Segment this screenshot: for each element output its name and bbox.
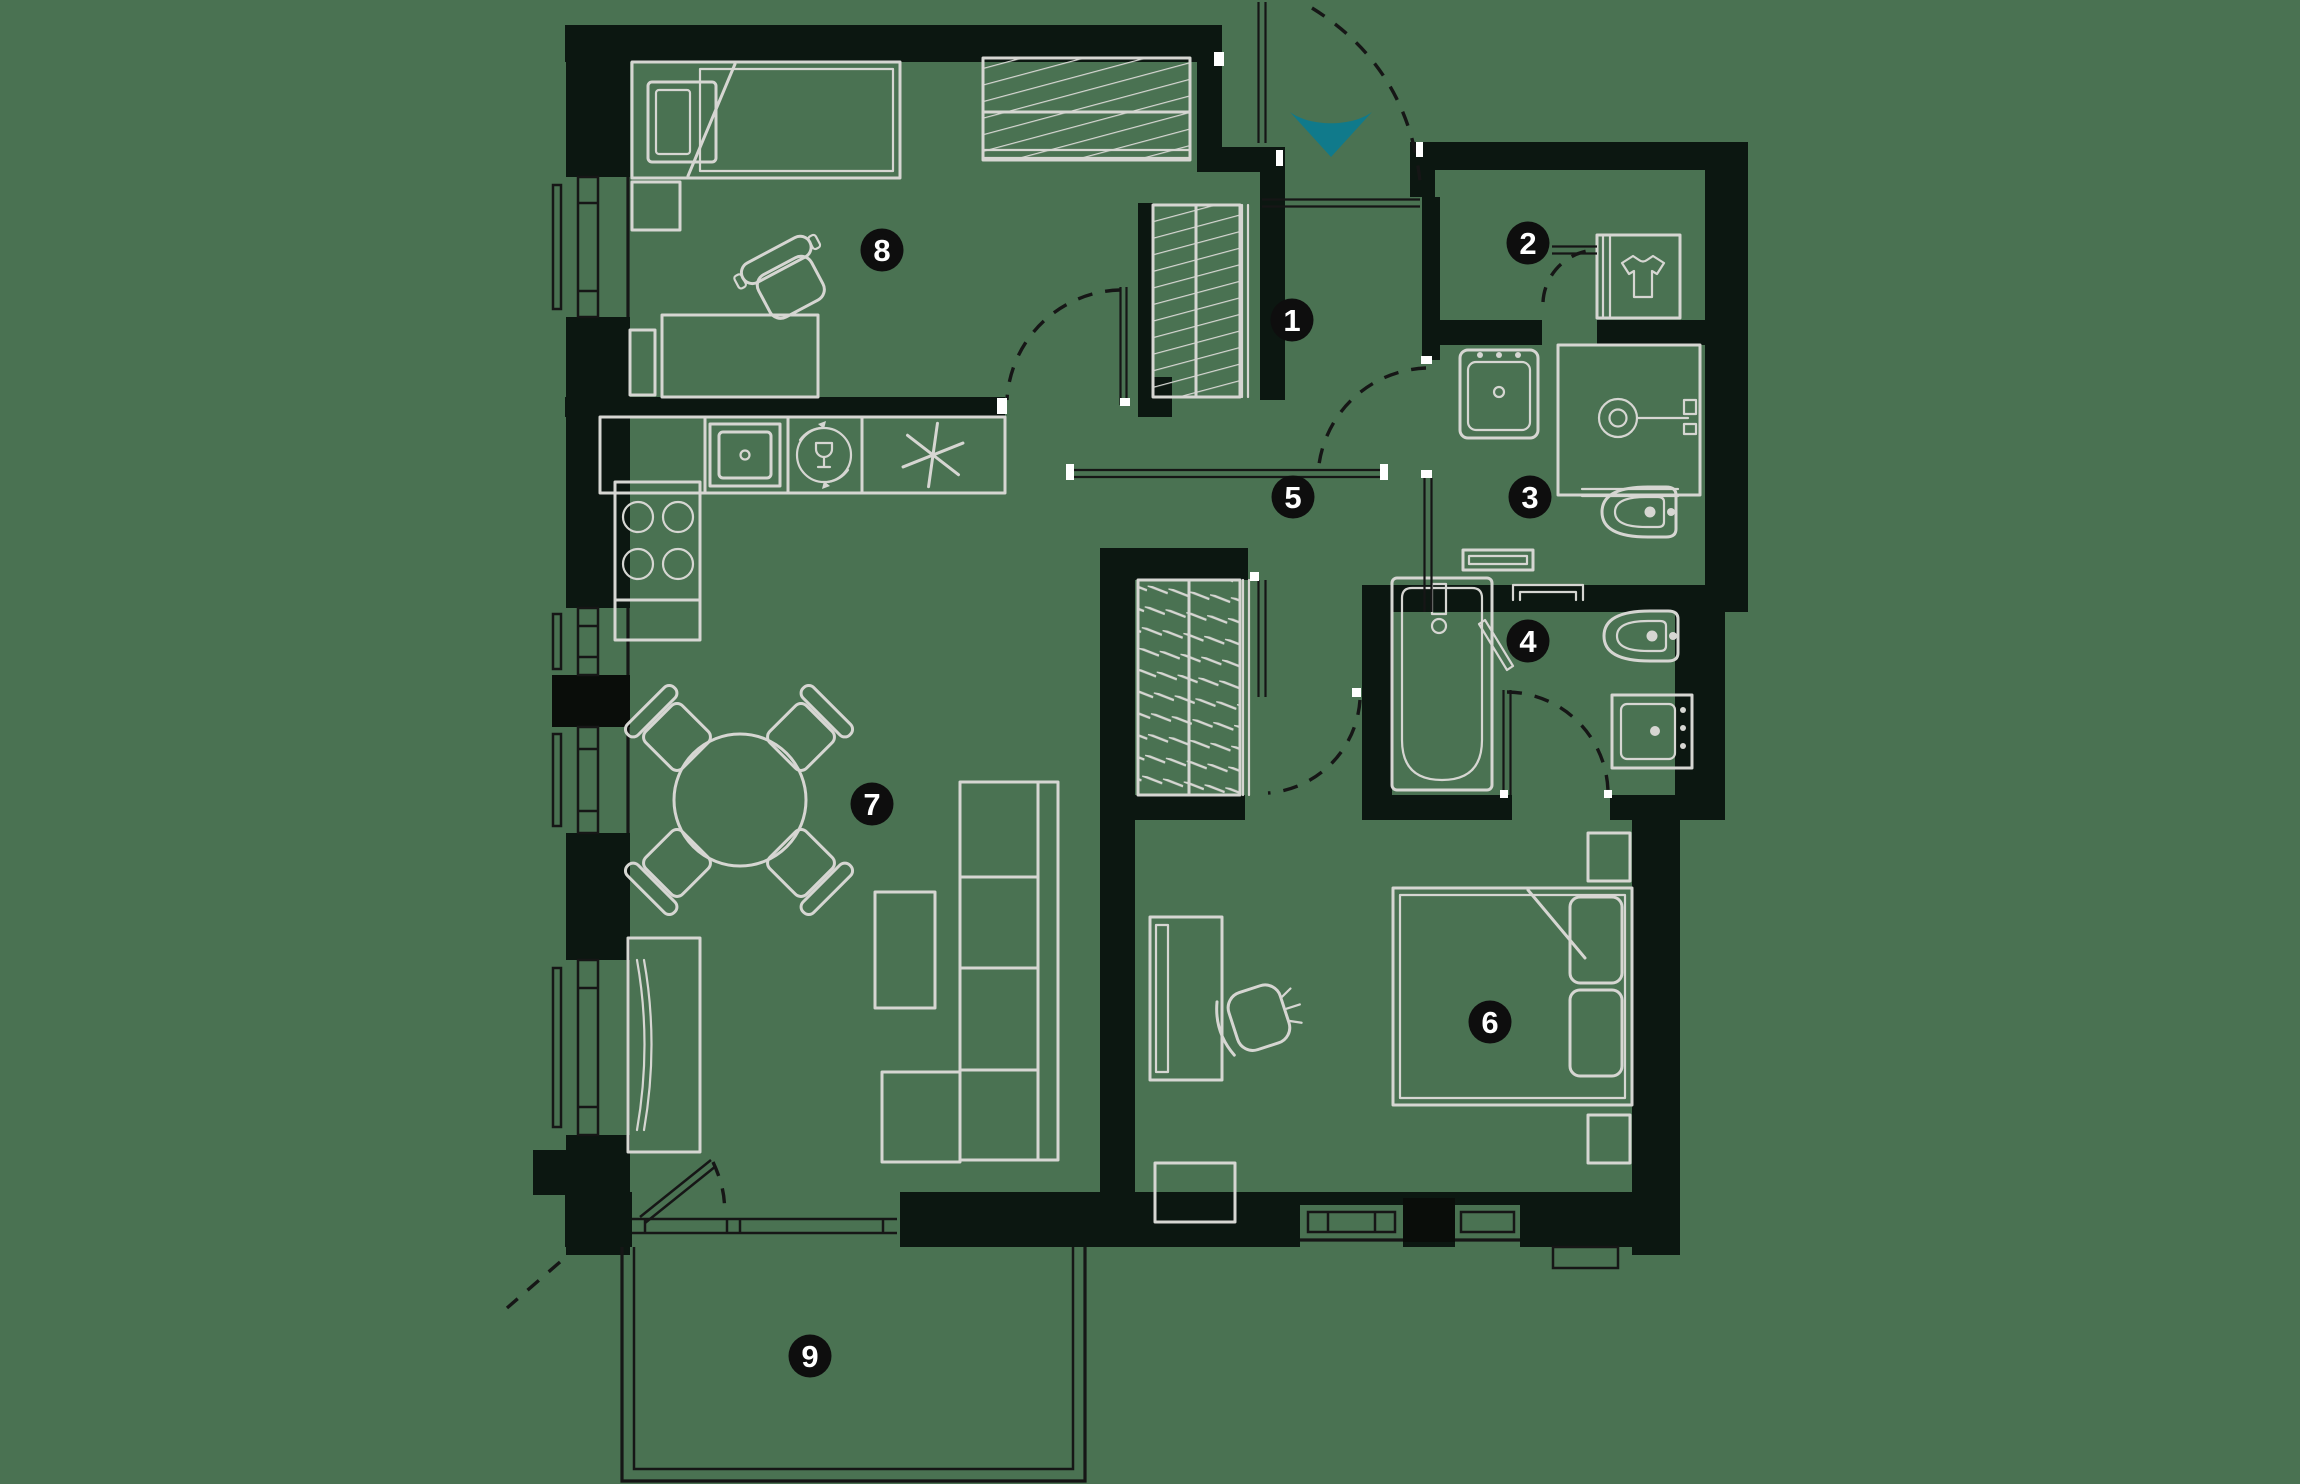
bathroom4-door <box>1500 690 1612 798</box>
window-icon <box>551 175 630 319</box>
entrance-door <box>1214 2 1423 208</box>
dishwasher-icon <box>795 421 853 489</box>
laundry-room <box>1595 233 1682 320</box>
room8-door <box>997 287 1130 414</box>
kitchen <box>598 415 1007 642</box>
dining-chair <box>766 683 855 772</box>
bathroom-sink <box>1610 693 1694 770</box>
room-label-2: 2 <box>1506 221 1550 265</box>
svg-text:2: 2 <box>1519 226 1536 261</box>
room8-furniture <box>628 60 902 399</box>
bedroom-desk <box>1148 915 1224 1082</box>
desk <box>660 313 820 399</box>
toilet <box>1600 485 1678 539</box>
bedroom6-door <box>1250 572 1362 795</box>
ottoman <box>880 1070 962 1164</box>
office-chair <box>1215 983 1303 1057</box>
wardrobe-room8 <box>981 56 1192 162</box>
svg-text:8: 8 <box>873 233 890 268</box>
room-label-3: 3 <box>1508 475 1552 519</box>
nightstand <box>630 180 682 232</box>
room2-door <box>1541 245 1597 303</box>
dining-chair <box>766 828 855 917</box>
tv-unit <box>626 936 702 1154</box>
svg-text:1: 1 <box>1283 303 1300 338</box>
svg-text:6: 6 <box>1481 1005 1498 1040</box>
bathroom4-fixtures <box>1390 576 1694 792</box>
desk-side-unit <box>628 328 657 397</box>
window-icon <box>1300 1210 1403 1242</box>
low-cabinet <box>1153 1161 1237 1224</box>
balcony-door <box>505 1159 897 1310</box>
svg-text:9: 9 <box>801 1339 818 1374</box>
window-icons <box>551 175 1520 1242</box>
ac-unit <box>1551 1245 1620 1270</box>
entry-direction-arrow-icon <box>1290 112 1372 157</box>
room-label-7: 7 <box>850 782 894 826</box>
room-label-5: 5 <box>1271 475 1315 519</box>
living-room <box>626 780 1060 1164</box>
nightstand <box>1586 831 1632 883</box>
room-label-6: 6 <box>1468 1000 1512 1044</box>
window-icon <box>1455 1210 1520 1242</box>
bathroom3-door <box>1316 356 1433 612</box>
toilet <box>1602 609 1680 663</box>
dining-table <box>672 732 808 868</box>
balcony <box>620 1245 1620 1483</box>
washer <box>1595 233 1682 320</box>
t-shirt-icon <box>1620 254 1666 299</box>
doors <box>505 2 1612 1310</box>
freezer-snowflake-icon <box>901 421 965 489</box>
corridor-opening <box>1066 464 1388 480</box>
kitchen-sink <box>708 422 782 488</box>
single-bed <box>630 60 902 180</box>
room-label-1: 1 <box>1270 298 1314 342</box>
bathroom3-fixtures <box>1458 343 1702 572</box>
radiator <box>1461 548 1535 572</box>
armchair <box>733 233 826 320</box>
bedroom6-furniture <box>1148 831 1634 1224</box>
coffee-table <box>873 890 937 1010</box>
dining-chair <box>623 683 712 772</box>
svg-text:7: 7 <box>863 787 880 822</box>
sofa <box>958 780 1060 1162</box>
stove <box>613 480 702 642</box>
bathroom-sink <box>1458 348 1540 440</box>
room-label-4: 4 <box>1506 619 1550 663</box>
nightstand <box>1586 1113 1632 1165</box>
wall-pier <box>552 675 630 727</box>
kitchen-counter <box>598 415 1007 495</box>
room-label-8: 8 <box>860 228 904 272</box>
room-labels: 1 2 3 4 5 6 7 8 9 <box>788 221 1552 1378</box>
wardrobe-hallway <box>1151 203 1250 399</box>
towel-rail <box>1511 583 1585 602</box>
shower-screen <box>1477 618 1515 672</box>
wall-pier <box>1403 1198 1455 1242</box>
svg-text:3: 3 <box>1521 480 1538 515</box>
svg-text:4: 4 <box>1519 624 1537 659</box>
double-bed <box>1391 886 1634 1107</box>
window-icon <box>551 725 630 835</box>
dining-chair <box>623 828 712 917</box>
svg-text:5: 5 <box>1284 480 1301 515</box>
dining-area <box>623 683 855 917</box>
wardrobes <box>981 56 1251 797</box>
room-label-9: 9 <box>788 1334 832 1378</box>
wardrobe-corridor <box>1136 578 1251 797</box>
bathtub <box>1390 576 1515 792</box>
